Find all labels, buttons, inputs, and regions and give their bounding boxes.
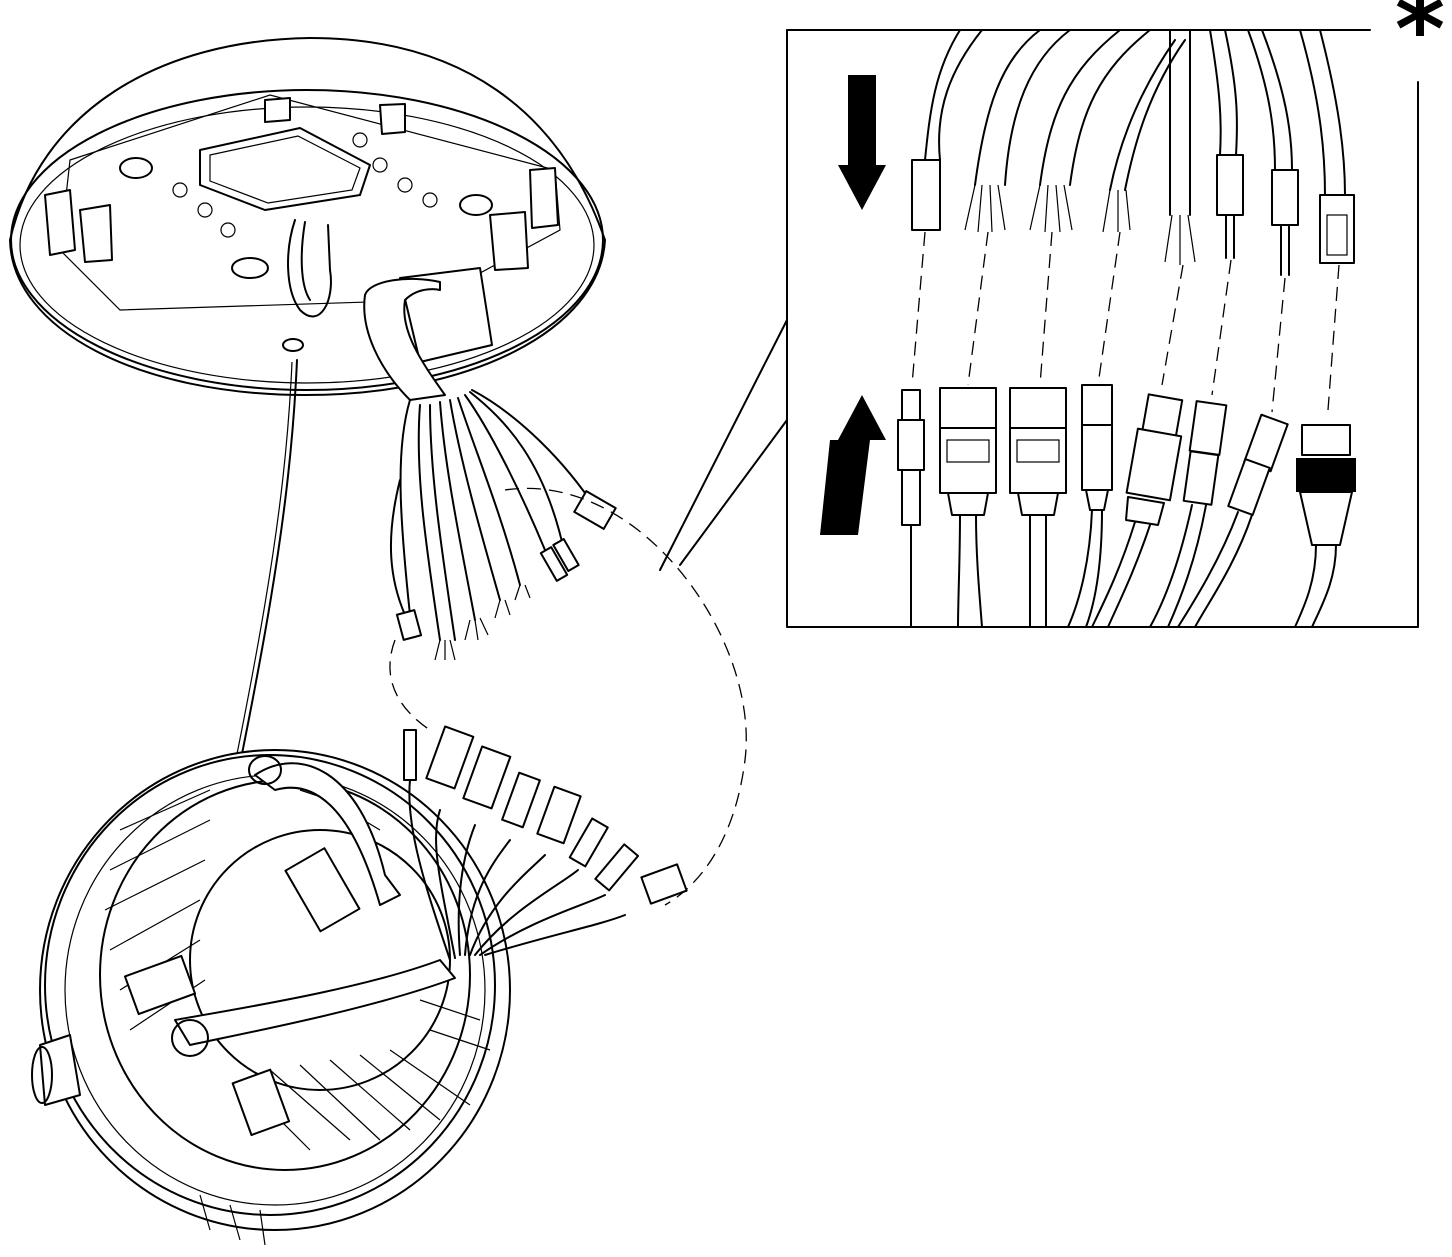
connection-guide: [504, 487, 747, 906]
detail-inset: [786, 29, 1419, 628]
rj45-connector: [1294, 424, 1356, 628]
dc-jack-connector: [1149, 400, 1228, 628]
terminal-block-4: [1091, 393, 1184, 628]
cable-bundle-top: [363, 277, 617, 661]
mounting-base: [9, 37, 606, 396]
audio-jack-connector: [1177, 413, 1289, 628]
asterisk-marker: *: [1394, 0, 1446, 86]
arrow-down-icon: [838, 75, 886, 210]
camera-unit: [31, 749, 511, 1246]
camera-connectors: [403, 725, 688, 961]
arrow-up-icon: [820, 395, 886, 535]
coax-connector: [897, 389, 925, 628]
callout-pointer: [659, 319, 788, 571]
terminal-block-1: [939, 387, 997, 628]
terminal-block-2: [1009, 387, 1067, 628]
terminal-block-3: [1067, 384, 1113, 628]
